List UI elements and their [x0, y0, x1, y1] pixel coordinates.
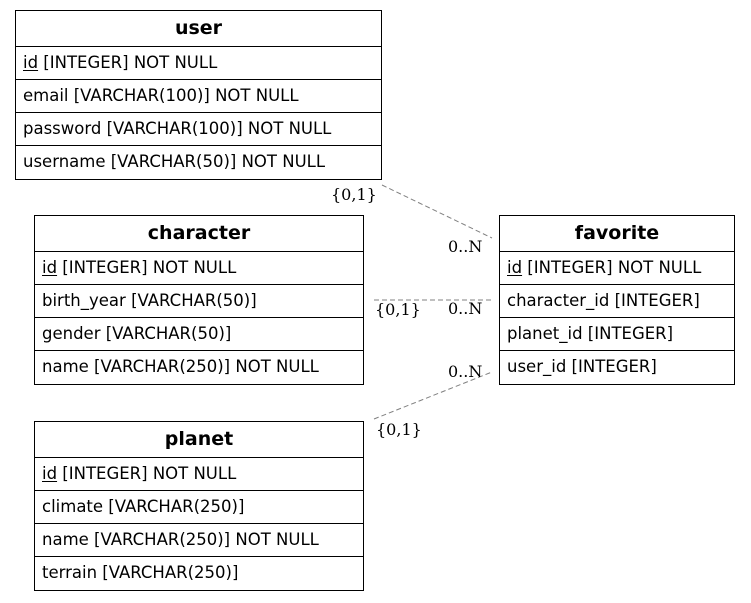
entity-title: user: [16, 11, 381, 47]
primary-key: id: [42, 258, 58, 277]
field-type: [INTEGER] NOT NULL: [522, 258, 702, 277]
field-row: name [VARCHAR(250)] NOT NULL: [42, 357, 319, 376]
cardinality-character-one: {0,1}: [375, 300, 421, 319]
cardinality-user-one: {0,1}: [331, 185, 377, 204]
field-type: [INTEGER] NOT NULL: [57, 258, 237, 277]
field-row: name [VARCHAR(250)] NOT NULL: [35, 524, 363, 557]
edge-planet-favorite: [373, 371, 493, 420]
entity-title: character: [35, 216, 363, 252]
entity-planet[interactable]: planet id [INTEGER] NOT NULL climate [VA…: [34, 421, 364, 591]
cardinality-planet-one: {0,1}: [376, 420, 422, 439]
primary-key: id: [42, 464, 58, 483]
field-row: id [INTEGER] NOT NULL: [500, 252, 734, 285]
field-row: climate [VARCHAR(250)]: [35, 491, 363, 524]
field-row: email [VARCHAR(100)] NOT NULL: [16, 80, 381, 113]
cardinality-user-many: 0..N: [448, 237, 483, 256]
entity-user[interactable]: user id [INTEGER] NOT NULL email [VARCHA…: [15, 10, 382, 180]
entity-favorite[interactable]: favorite id [INTEGER] NOT NULL character…: [499, 215, 735, 385]
field-row: terrain [VARCHAR(250)]: [42, 563, 239, 582]
cardinality-character-many: 0..N: [448, 299, 483, 318]
field-row: id [INTEGER] NOT NULL: [35, 458, 363, 491]
primary-key: id: [23, 53, 39, 72]
field-row: username [VARCHAR(50)] NOT NULL: [23, 152, 326, 171]
field-type: [INTEGER] NOT NULL: [57, 464, 237, 483]
entity-title: planet: [35, 422, 363, 458]
field-row: character_id [INTEGER]: [500, 285, 734, 318]
cardinality-planet-many: 0..N: [448, 362, 483, 381]
field-row: id [INTEGER] NOT NULL: [16, 47, 381, 80]
field-row: id [INTEGER] NOT NULL: [35, 252, 363, 285]
entity-character[interactable]: character id [INTEGER] NOT NULL birth_ye…: [34, 215, 364, 385]
field-row: user_id [INTEGER]: [507, 357, 657, 376]
field-row: password [VARCHAR(100)] NOT NULL: [16, 113, 381, 146]
edge-user-favorite: [381, 184, 493, 239]
entity-title: favorite: [500, 216, 734, 252]
primary-key: id: [507, 258, 523, 277]
field-row: birth_year [VARCHAR(50)]: [35, 285, 363, 318]
field-row: planet_id [INTEGER]: [500, 318, 734, 351]
field-row: gender [VARCHAR(50)]: [35, 318, 363, 351]
field-type: [INTEGER] NOT NULL: [38, 53, 218, 72]
